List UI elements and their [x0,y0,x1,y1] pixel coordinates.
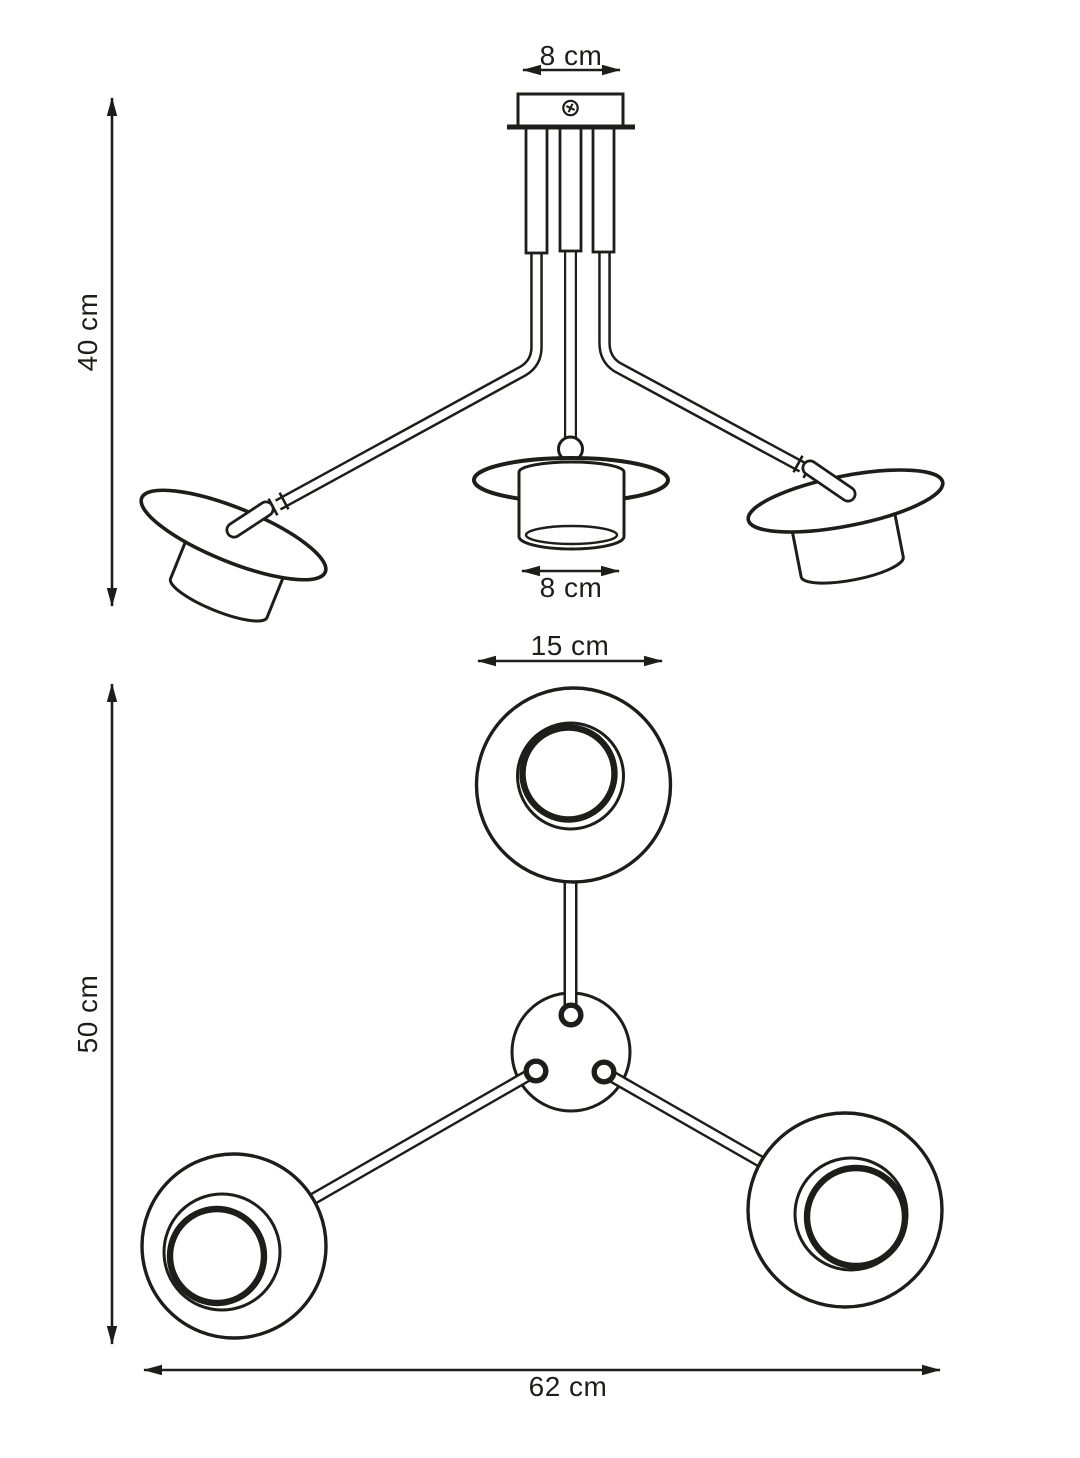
hanging-tubes [524,125,616,255]
dim-shade-width-label: 8 cm [540,572,603,603]
dim-fixture-height-label: 40 cm [72,293,103,372]
shade-lower-left-inner [162,1192,282,1312]
side-view: 8 cm 40 cm [72,40,945,623]
dim-shade-width: 8 cm [521,565,620,603]
hub-ports [523,1002,617,1085]
ceiling-canopy [507,92,635,130]
tube-right [591,125,616,254]
dim-fixture-height: 40 cm [72,97,118,607]
lamp-arms-side [274,240,805,511]
dim-span-depth: 50 cm [72,683,118,1345]
shade-lower-right [746,1111,944,1309]
hub-port-left [523,1058,549,1084]
shade-top-inner [516,721,625,831]
screw-icon [562,99,579,117]
shade-lower-left-ring [166,1205,268,1307]
dim-span-depth-label: 50 cm [72,975,103,1054]
shade-top [474,686,673,884]
hub-port-right [591,1059,617,1085]
tube-middle [558,125,583,253]
shade-top-ring [519,724,618,823]
spot-left [139,488,328,623]
dim-canopy-width-label: 8 cm [540,40,603,71]
bottom-view-arms [302,880,774,1209]
spot-middle [472,435,670,551]
tube-left [524,125,549,255]
hub-port-top [558,1002,584,1028]
ring-right-1 [792,455,804,473]
shade-lower-right-outer [746,1111,944,1309]
spot-middle-cylinder [517,460,626,551]
bottom-view: 15 cm 50 cm [72,630,944,1402]
dim-span-width-label: 62 cm [529,1371,608,1402]
spot-left-cylinder [168,529,288,623]
shade-lower-left [140,1152,328,1340]
ring-left-1 [278,492,290,510]
shade-lower-right-ring [803,1164,909,1270]
spot-right [746,459,945,585]
dim-shade-diameter-label: 15 cm [531,630,610,661]
spot-middle-rim [524,524,619,546]
shade-top-outer [474,686,673,884]
dim-span-width: 62 cm [143,1364,941,1402]
dim-canopy-width: 8 cm [522,40,621,76]
dim-shade-diameter: 15 cm [477,630,663,667]
arm-right [598,240,805,473]
